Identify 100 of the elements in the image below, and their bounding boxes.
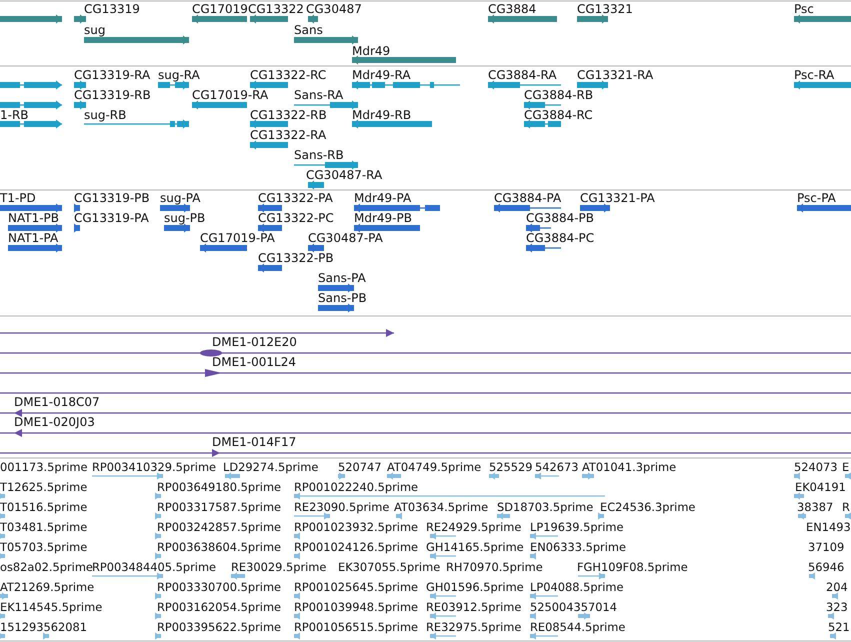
feature-label: CG3884-RB [524, 88, 594, 102]
feature-label: CG13321-PA [580, 191, 655, 205]
feature-label: CG13322 [248, 2, 304, 16]
feature-label: CG17019-RA [192, 88, 268, 102]
feature-label: CG3884-PC [526, 231, 594, 245]
feature-label: CG13322-RA [250, 128, 326, 142]
feature-label: 151293562081 [0, 620, 87, 634]
feature-label: RP003410329.5prime [92, 460, 216, 474]
feature-label: NAT1-PB [8, 211, 60, 225]
feature-label: sug-RB [84, 108, 126, 122]
feature-label: 56946 [808, 560, 844, 574]
feature-label: os82a02.5prime [0, 560, 93, 574]
feature-label: RP001025645.5prime [294, 580, 418, 594]
feature-label: sug-PB [164, 211, 206, 225]
feature-label: RP001039948.5prime [294, 600, 418, 614]
feature-label: RP003162054.5prime [157, 600, 282, 614]
feature-label: EK114545.5prime [0, 600, 102, 614]
feature-label: 542673 [535, 460, 578, 474]
feature-label: RP001056515.5prime [294, 620, 418, 634]
feature-label: AT03634.5prime [394, 500, 488, 514]
feature-label: 1-RB [0, 108, 29, 122]
feature-label: RP003484405.5prime [92, 560, 216, 574]
feature-label: DME1-014F17 [212, 435, 296, 449]
feature-label: CG17019 [192, 2, 248, 16]
feature-label: CG3884-RC [524, 108, 593, 122]
feature-label: DME1-018C07 [14, 395, 100, 409]
feature-label: RH70970.5prime [446, 560, 543, 574]
feature-label: 521 [828, 620, 850, 634]
feature-label: RP003317587.5prime [157, 500, 282, 514]
feature-label: 38387 [797, 500, 834, 514]
feature-label: R [842, 500, 850, 514]
feature-label: DME1-012E20 [212, 335, 297, 349]
feature-label: CG13322-PC [258, 211, 334, 225]
feature-label: T05703.5prime [0, 540, 88, 554]
feature-label: EC24536.3prime [600, 500, 696, 514]
feature-label: RE30029.5prime [231, 560, 326, 574]
feature-label: T03481.5prime [0, 520, 88, 534]
feature-label: RP003242857.5prime [157, 520, 282, 534]
feature-label: Psc-RA [794, 68, 834, 82]
feature-label: RE24929.5prime [426, 520, 522, 534]
feature-label: Mdr49 [352, 44, 390, 58]
feature-label: NAT1-PA [8, 231, 58, 245]
feature-label: GH01596.5prime [426, 580, 524, 594]
feature-label: Sans-PB [318, 291, 367, 305]
feature-label: CG13319-PB [74, 191, 150, 205]
feature-label: Sans-RA [294, 88, 344, 102]
feature-label: sug [84, 23, 106, 37]
feature-label: AT21269.5prime [0, 580, 94, 594]
feature-label: E [842, 460, 850, 474]
feature-label: EN1493 [806, 520, 851, 534]
feature-label: CG13321-RA [577, 68, 654, 82]
feature-label: DME1-020J03 [14, 415, 95, 429]
feature-label: 001173.5prime [0, 460, 88, 474]
feature-label: 37109 [808, 540, 844, 554]
feature-label: FGH109F08.5prime [577, 560, 688, 574]
feature-label: CG3884-PA [494, 191, 562, 205]
feature-label: 525529 [489, 460, 532, 474]
feature-label: T12625.5prime [0, 480, 88, 494]
feature-label: Sans-PA [318, 271, 366, 285]
feature-label: EK04191 [795, 480, 846, 494]
feature-label: 204 [826, 580, 848, 594]
feature-label: RP003649180.5prime [157, 480, 282, 494]
feature-label: CG13319-RB [74, 88, 151, 102]
feature-label: AT01041.3prime [582, 460, 676, 474]
feature-label: CG17019-PA [200, 231, 275, 245]
feature-label: DME1-001L24 [212, 355, 296, 369]
feature-label: CG30487-PA [308, 231, 383, 245]
feature-label: CG13319-RA [74, 68, 150, 82]
feature-label: Mdr49-PB [354, 211, 412, 225]
feature-label: RE08544.5prime [530, 620, 626, 634]
feature-label: RP003330700.5prime [157, 580, 282, 594]
feature-label: Mdr49-RB [352, 108, 412, 122]
feature-label: sug-PA [160, 191, 200, 205]
feature-label: RP001023932.5prime [294, 520, 418, 534]
feature-label: Sans [294, 23, 323, 37]
feature-label: T1-PD [0, 191, 36, 205]
feature-label: T01516.5prime [0, 500, 88, 514]
feature-label: LD29274.5prime [223, 460, 318, 474]
feature-label: sug-RA [158, 68, 200, 82]
feature-label: CG13322-PA [258, 191, 333, 205]
feature-label: CG3884-PB [526, 211, 594, 225]
feature-label: LP04088.5prime [530, 580, 624, 594]
feature-label: SD18703.5prime [497, 500, 594, 514]
feature-label: Mdr49-PA [354, 191, 412, 205]
feature-label: GH14165.5prime [426, 540, 524, 554]
feature-label: Sans-RB [294, 148, 344, 162]
feature-label: CG3884 [488, 2, 536, 16]
feature-label: RP001024126.5prime [294, 540, 418, 554]
feature-label: Mdr49-RA [352, 68, 411, 82]
feature-label: EK307055.5prime [338, 560, 440, 574]
feature-label: 524073 [794, 460, 838, 474]
feature-label: CG3884-RA [488, 68, 557, 82]
feature-label: LP19639.5prime [530, 520, 624, 534]
feature-label: CG13321 [577, 2, 633, 16]
feature-label: CG30487-RA [306, 168, 382, 182]
feature-label: 323 [826, 600, 848, 614]
feature-label: RP001022240.5prime [294, 480, 418, 494]
feature-label: Psc-PA [797, 191, 836, 205]
feature-label: RE32975.5prime [426, 620, 522, 634]
feature-label: CG13322-RB [250, 108, 327, 122]
